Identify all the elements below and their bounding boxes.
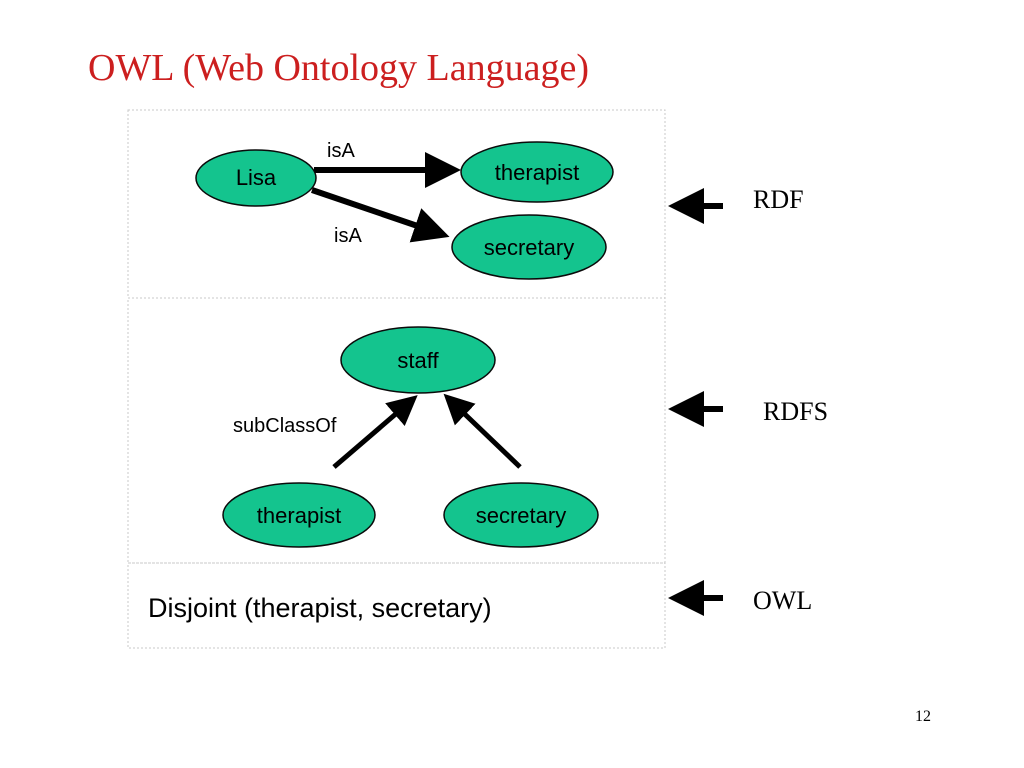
owl-statement: Disjoint (therapist, secretary) — [148, 593, 492, 623]
rdfs-layer-label: RDFS — [763, 397, 828, 426]
node-therapist-rdf: therapist — [460, 141, 614, 203]
rdfs-panel: subClassOf staff therapist secretary — [222, 326, 599, 548]
rdfs-panel-frame — [127, 297, 666, 564]
node-secretary-rdfs: secretary — [443, 482, 599, 548]
owl-layer-label: OWL — [753, 586, 812, 615]
node-secretary-rdfs-label: secretary — [476, 503, 566, 528]
isa-edge-bottom — [311, 187, 450, 243]
node-therapist-rdfs-label: therapist — [257, 503, 341, 528]
rdf-panel: isA isA Lisa therapist secretary — [195, 140, 614, 280]
node-lisa-label: Lisa — [236, 165, 277, 190]
isa-label-top: isA — [327, 140, 355, 162]
node-secretary-rdf: secretary — [451, 214, 607, 280]
node-staff: staff — [340, 326, 496, 394]
node-therapist-rdf-label: therapist — [495, 160, 579, 185]
rdf-layer-label: RDF — [753, 185, 804, 214]
subclassof-label: subClassOf — [233, 415, 337, 437]
node-secretary-rdf-label: secretary — [484, 235, 574, 260]
node-therapist-rdfs: therapist — [222, 482, 376, 548]
page-number: 12 — [915, 708, 931, 725]
slide-title: OWL (Web Ontology Language) — [88, 47, 589, 89]
owl-panel-frame — [127, 562, 666, 649]
subclass-edge-secretary — [443, 393, 522, 469]
node-staff-label: staff — [397, 348, 439, 373]
node-lisa: Lisa — [195, 149, 317, 207]
layer-pointers: RDF RDFS OWL — [668, 185, 828, 616]
panel-frames — [127, 109, 666, 649]
subclass-edge-therapist — [332, 395, 418, 469]
isa-label-bottom: isA — [334, 225, 362, 247]
